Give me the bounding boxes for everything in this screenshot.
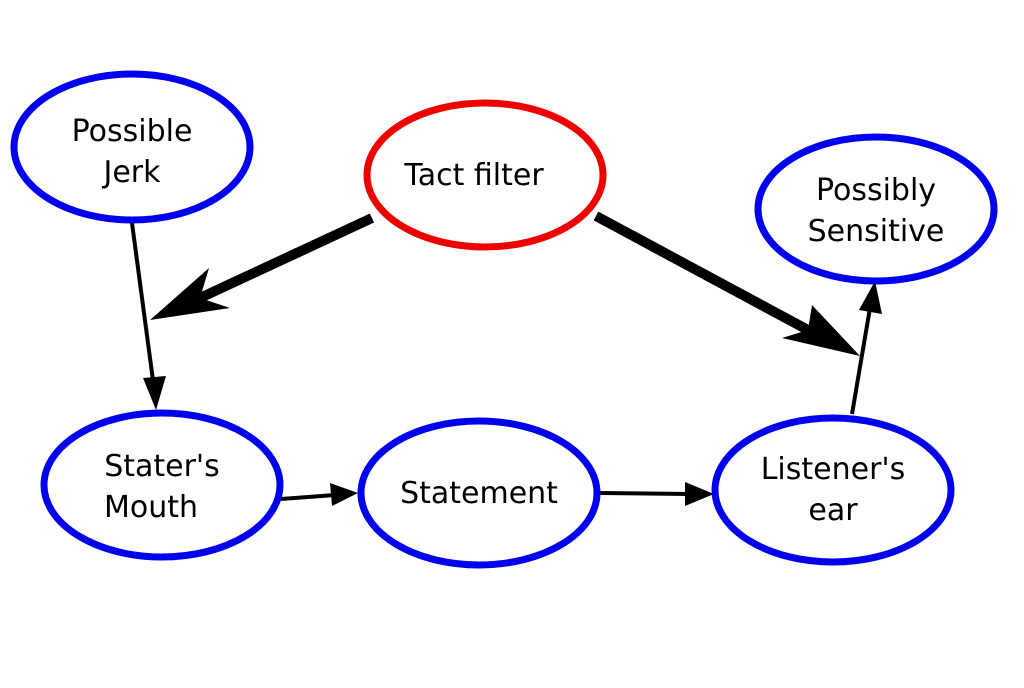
edge-statement-to-listeners-ear: [599, 482, 714, 506]
edges: [130, 211, 882, 506]
node-ellipse: [363, 99, 607, 251]
arrowhead: [330, 483, 358, 506]
node-label-line2: Sensitive: [808, 214, 945, 249]
node-listeners-ear: Listener's ear: [711, 414, 955, 566]
node-tact-filter: Tact filter: [363, 99, 607, 251]
arrowhead: [859, 281, 882, 314]
edge-line: [197, 213, 375, 303]
edge-tact-filter-to-right: [593, 211, 860, 356]
arrowhead: [143, 376, 166, 410]
node-label-line2: ear: [808, 493, 858, 528]
node-label-line2: Mouth: [104, 490, 198, 525]
node-label-line1: Possible: [72, 114, 193, 149]
edge-line: [280, 493, 336, 501]
edge-line: [593, 211, 811, 335]
edge-possible-jerk-to-staters-mouth: [130, 222, 166, 410]
arrowhead: [685, 482, 714, 506]
node-label-line2: Jerk: [101, 155, 161, 190]
edge-staters-mouth-to-statement: [280, 483, 358, 506]
node-ellipse: [10, 70, 254, 224]
arrowhead: [782, 305, 860, 356]
node-label-line1: Listener's: [761, 452, 906, 487]
node-possibly-sensitive: Possibly Sensitive: [754, 133, 998, 285]
edge-line: [130, 222, 156, 389]
node-ellipse: [40, 409, 284, 561]
node-label-line1: Stater's: [104, 449, 220, 484]
node-label-line1: Possibly: [816, 173, 936, 208]
edge-line: [599, 491, 691, 496]
node-ellipse: [357, 417, 601, 569]
node-ellipse: [711, 414, 955, 566]
edge-line: [850, 307, 872, 415]
edge-tact-filter-to-left: [150, 213, 375, 320]
arrowhead: [150, 268, 230, 320]
node-possible-jerk: Possible Jerk: [10, 70, 254, 224]
node-staters-mouth: Stater's Mouth: [40, 409, 284, 561]
node-statement: Statement: [357, 417, 601, 569]
node-label-line1: Tact filter: [403, 158, 544, 193]
node-ellipse: [754, 133, 998, 285]
edge-listeners-ear-to-possibly-sensitive: [850, 281, 882, 415]
node-label-line1: Statement: [400, 476, 558, 511]
